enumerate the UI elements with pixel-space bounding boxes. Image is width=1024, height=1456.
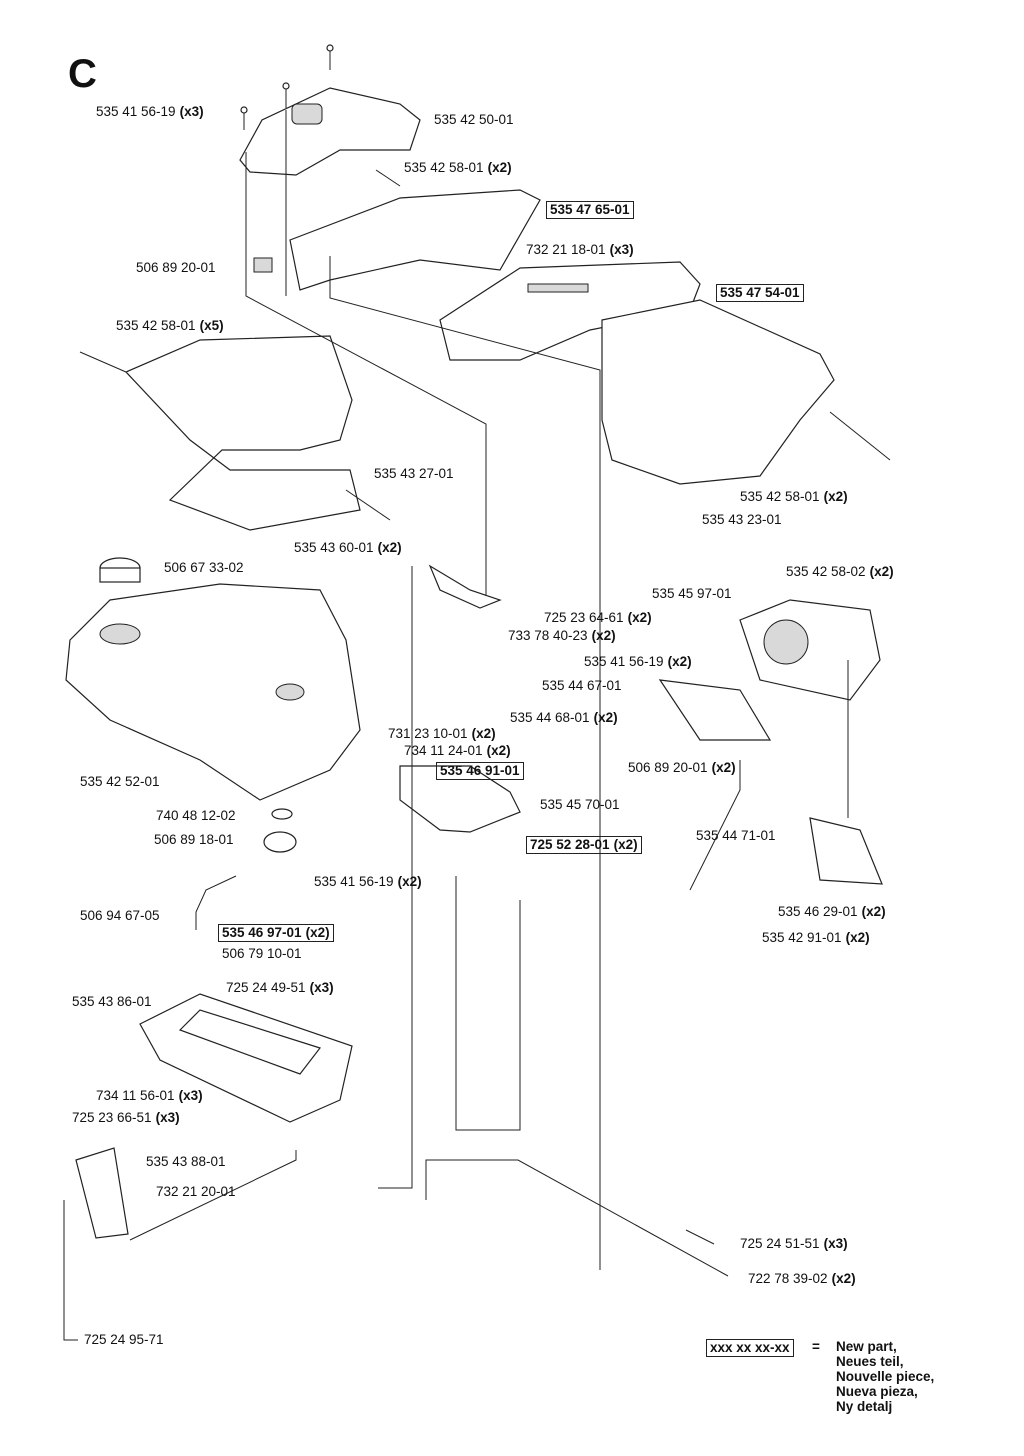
- long-bolt-part: [685, 1229, 715, 1245]
- clip-part: [253, 257, 273, 273]
- legend-text: New part, Neues teil, Nouvelle piece, Nu…: [836, 1339, 934, 1414]
- part-label[interactable]: 535 42 52-01: [80, 774, 160, 789]
- part-label[interactable]: 535 43 27-01: [374, 466, 454, 481]
- part-label[interactable]: 506 89 20-01(x2): [628, 760, 736, 775]
- part-label[interactable]: 725 24 95-71: [84, 1332, 164, 1347]
- part-label[interactable]: 535 42 58-01(x2): [404, 160, 512, 175]
- part-label[interactable]: 535 41 56-19(x2): [314, 874, 422, 889]
- section-letter: C: [68, 52, 97, 96]
- part-label-new[interactable]: 725 52 28-01(x2): [526, 836, 642, 854]
- part-label[interactable]: 535 43 60-01(x2): [294, 540, 402, 555]
- part-label[interactable]: 734 11 24-01(x2): [404, 743, 511, 758]
- part-label[interactable]: 535 42 58-01(x5): [116, 318, 224, 333]
- screw-top-1: [326, 44, 334, 70]
- part-label[interactable]: 722 78 39-02(x2): [748, 1271, 856, 1286]
- part-label[interactable]: 732 21 18-01(x3): [526, 242, 634, 257]
- part-label[interactable]: 535 45 70-01: [540, 797, 620, 812]
- part-label[interactable]: 535 45 97-01: [652, 586, 732, 601]
- switch-bracket-part: [399, 765, 521, 833]
- headlight-housing-part: [739, 599, 881, 701]
- part-label[interactable]: 535 44 67-01: [542, 678, 622, 693]
- legend-line: Nouvelle piece,: [836, 1369, 935, 1384]
- right-panel-part: [601, 299, 891, 485]
- tray-part: [139, 993, 353, 1123]
- fuel-cap-part: [99, 557, 141, 583]
- legend-line: Neues teil,: [836, 1354, 904, 1369]
- fuel-hose-part: [195, 875, 237, 930]
- guide-lines: [63, 110, 849, 1341]
- part-label[interactable]: 732 21 20-01: [156, 1184, 236, 1199]
- part-label[interactable]: 725 24 49-51(x3): [226, 980, 334, 995]
- part-label[interactable]: 725 23 66-51(x3): [72, 1110, 180, 1125]
- legend-equals: =: [812, 1339, 820, 1354]
- part-label-new[interactable]: 535 47 54-01: [716, 284, 804, 302]
- lens-part: [809, 817, 883, 885]
- part-label[interactable]: 535 41 56-19(x3): [96, 104, 204, 119]
- part-label-new[interactable]: 535 46 91-01: [436, 762, 524, 780]
- legend-sample: xxx xx xx-xx: [706, 1339, 794, 1357]
- part-label[interactable]: 535 42 58-02(x2): [786, 564, 894, 579]
- top-cover-part: [239, 87, 421, 176]
- lamp-part: [658, 679, 772, 741]
- part-label[interactable]: 506 89 20-01: [136, 260, 216, 275]
- legend-line: New part,: [836, 1339, 897, 1354]
- part-label[interactable]: 731 23 10-01(x2): [388, 726, 496, 741]
- fuel-tank-part: [65, 583, 361, 801]
- screw-top-3: [240, 106, 248, 130]
- part-label[interactable]: 506 94 67-05: [80, 908, 160, 923]
- part-label[interactable]: 535 43 23-01: [702, 512, 782, 527]
- part-label[interactable]: 734 11 56-01(x3): [96, 1088, 203, 1103]
- part-label[interactable]: 535 42 50-01: [434, 112, 514, 127]
- part-label[interactable]: 725 24 51-51(x3): [740, 1236, 848, 1251]
- part-label-new[interactable]: 535 47 65-01: [546, 201, 634, 219]
- part-label[interactable]: 506 67 33-02: [164, 560, 244, 575]
- part-label[interactable]: 506 79 10-01: [222, 946, 302, 961]
- tank-valve-part: [263, 831, 297, 853]
- legend-line: Nueva pieza,: [836, 1384, 918, 1399]
- screw-top-2: [282, 82, 290, 108]
- cover-plate-part: [75, 1147, 129, 1239]
- bracket-part: [428, 564, 502, 609]
- legend-line: Ny detalj: [836, 1399, 893, 1414]
- left-panel-part: [79, 335, 391, 531]
- seal-ring-part: [271, 808, 293, 820]
- fender-panel-part: [289, 169, 541, 291]
- part-label[interactable]: 535 42 58-01(x2): [740, 489, 848, 504]
- part-label[interactable]: 740 48 12-02: [156, 808, 236, 823]
- part-label[interactable]: 535 44 68-01(x2): [510, 710, 618, 725]
- part-label[interactable]: 535 41 56-19(x2): [584, 654, 692, 669]
- part-label[interactable]: 725 23 64-61(x2): [544, 610, 652, 625]
- part-label[interactable]: 733 78 40-23(x2): [508, 628, 616, 643]
- part-label[interactable]: 535 43 88-01: [146, 1154, 226, 1169]
- part-label[interactable]: 506 89 18-01: [154, 832, 234, 847]
- part-label[interactable]: 535 46 29-01(x2): [778, 904, 886, 919]
- part-label-new[interactable]: 535 46 97-01(x2): [218, 924, 334, 942]
- part-label[interactable]: 535 44 71-01: [696, 828, 776, 843]
- part-label[interactable]: 535 42 91-01(x2): [762, 930, 870, 945]
- part-label[interactable]: 535 43 86-01: [72, 994, 152, 1009]
